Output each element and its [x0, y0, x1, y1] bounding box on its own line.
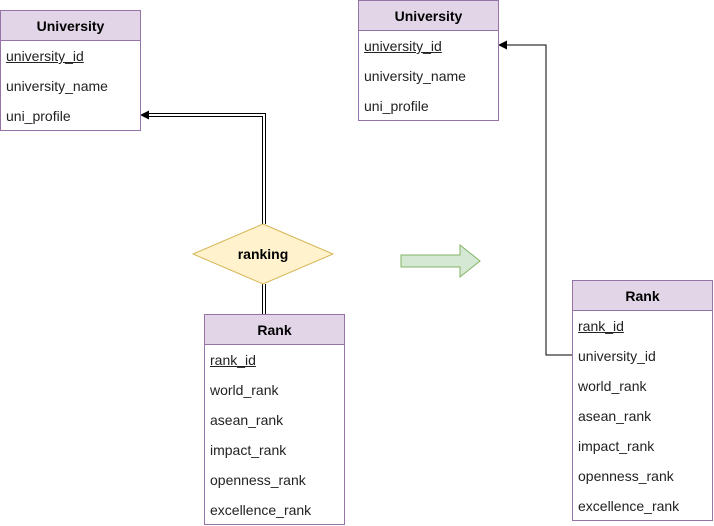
entity-title: Rank [205, 315, 344, 345]
attribute-row: world_rank [578, 378, 647, 394]
attribute-row: impact_rank [210, 442, 287, 458]
arrowhead-right-university [498, 40, 507, 50]
attribute-row: impact_rank [578, 438, 655, 454]
attribute-row: world_rank [210, 382, 279, 398]
entity-title: University [1, 11, 140, 41]
attribute-row: rank_id [210, 352, 256, 368]
attribute-row: openness_rank [210, 472, 306, 488]
ranking-relationship-label: ranking [237, 246, 289, 262]
transformation-arrow [400, 243, 481, 279]
attribute-row: asean_rank [210, 412, 284, 428]
attribute-row: university_id [6, 48, 84, 64]
attribute-row: openness_rank [578, 468, 674, 484]
right-rank-entity: Rank rank_id university_id world_rank as… [572, 280, 713, 521]
attribute-row: asean_rank [578, 408, 652, 424]
attribute-row: uni_profile [364, 98, 429, 114]
ranking-relationship-diamond [191, 223, 335, 285]
attribute-row: excellence_rank [578, 498, 680, 514]
attribute-row: university_name [364, 68, 466, 84]
foreign-key-connector [506, 44, 572, 356]
attribute-row: university_id [364, 38, 442, 54]
attribute-row: university_name [6, 78, 108, 94]
right-university-entity: University university_id university_name… [358, 0, 499, 121]
entity-title: University [359, 1, 498, 31]
ranking-to-university-connector [147, 113, 266, 224]
arrowhead-left-university [140, 110, 149, 120]
left-rank-entity: Rank rank_id world_rank asean_rank impac… [204, 314, 345, 525]
left-university-entity: University university_id university_name… [0, 10, 141, 131]
attribute-row: excellence_rank [210, 502, 312, 518]
attribute-row: university_id [578, 348, 656, 364]
attribute-row: rank_id [578, 318, 624, 334]
attribute-row: uni_profile [6, 108, 71, 124]
ranking-to-university-connector-inner [147, 114, 265, 224]
entity-title: Rank [573, 281, 712, 311]
